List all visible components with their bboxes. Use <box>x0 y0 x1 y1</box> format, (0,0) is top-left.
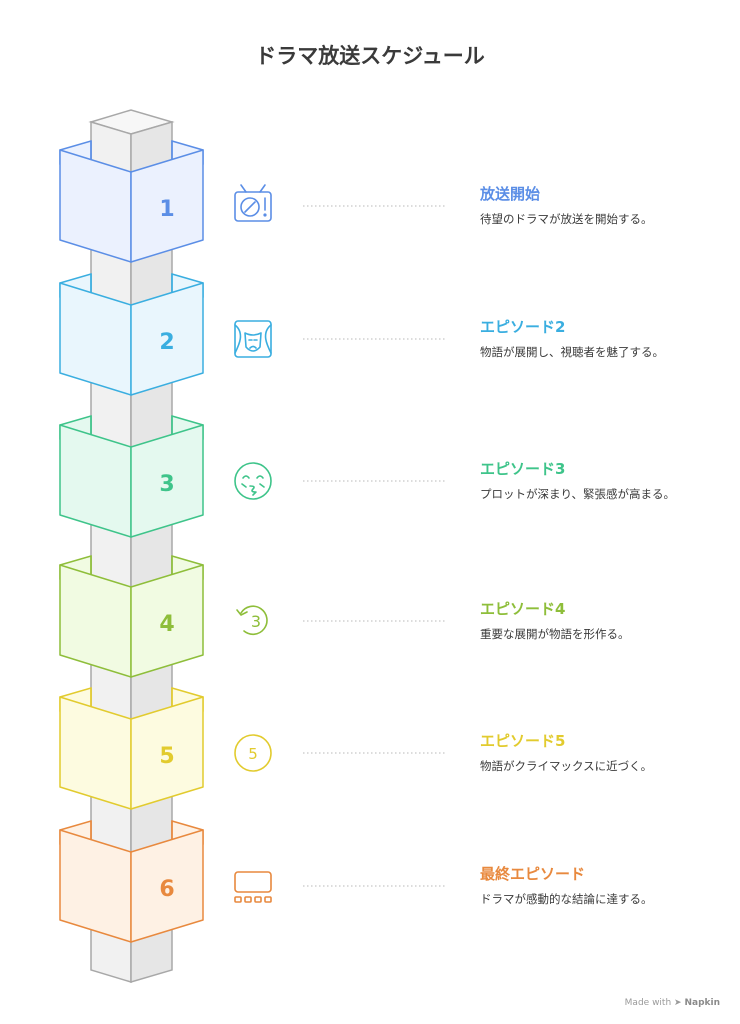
step-title-1: 放送開始 <box>480 185 541 203</box>
leader-lines <box>303 205 445 887</box>
cube-number-3: 3 <box>159 472 174 497</box>
step-icons: 35 <box>234 184 272 903</box>
cube-number-6: 6 <box>159 877 174 902</box>
step-title-4: エピソード4 <box>480 600 566 618</box>
cube-number-4: 4 <box>159 612 174 637</box>
cube-4: 4 <box>59 555 204 678</box>
cube-number-2: 2 <box>159 330 174 355</box>
cube-6: 6 <box>59 820 204 943</box>
cube-number-1: 1 <box>159 197 174 222</box>
step-title-6: 最終エピソード <box>480 865 586 883</box>
replay-three-icon: 3 <box>236 605 268 636</box>
cube-front-right-face <box>130 829 204 943</box>
step-description-1: 待望のドラマが放送を開始する。 <box>480 212 653 226</box>
theater-mask-icon <box>234 320 272 358</box>
napkin-brand: Napkin <box>684 998 720 1008</box>
screen-panel-icon <box>234 871 272 903</box>
tense-face-icon <box>234 462 272 500</box>
step-description-3: プロットが深まり、緊張感が高まる。 <box>480 487 676 501</box>
step-title-3: エピソード3 <box>480 460 566 478</box>
tv-icon <box>234 184 272 222</box>
circle-five-icon: 5 <box>234 734 272 772</box>
cube-front-right-face <box>130 149 204 263</box>
step-description-4: 重要な展開が物語を形作る。 <box>480 627 630 641</box>
step-title-2: エピソード2 <box>480 318 566 336</box>
cube-2: 2 <box>59 273 204 396</box>
cube-stack: 1 2 3 4 5 6 <box>59 140 204 943</box>
cube-front-right-face <box>130 696 204 810</box>
step-description-6: ドラマが感動的な結論に達する。 <box>480 892 653 906</box>
cube-front-right-face <box>130 564 204 678</box>
cube-1: 1 <box>59 140 204 263</box>
step-title-5: エピソード5 <box>480 732 566 750</box>
step-description-2: 物語が展開し、視聴者を魅了する。 <box>480 345 664 359</box>
svg-text:5: 5 <box>248 745 258 763</box>
cube-5: 5 <box>59 687 204 810</box>
cube-number-5: 5 <box>159 744 174 769</box>
napkin-logo-icon: ➤ <box>674 998 682 1008</box>
svg-text:3: 3 <box>251 612 261 631</box>
page-title: ドラマ放送スケジュール <box>255 44 485 68</box>
cube-front-right-face <box>130 282 204 396</box>
cube-front-right-face <box>130 424 204 538</box>
step-description-5: 物語がクライマックスに近づく。 <box>480 759 653 773</box>
made-with-napkin: Made with ➤ Napkin <box>625 998 720 1008</box>
made-with-label: Made with <box>624 998 672 1008</box>
cube-3: 3 <box>59 415 204 538</box>
